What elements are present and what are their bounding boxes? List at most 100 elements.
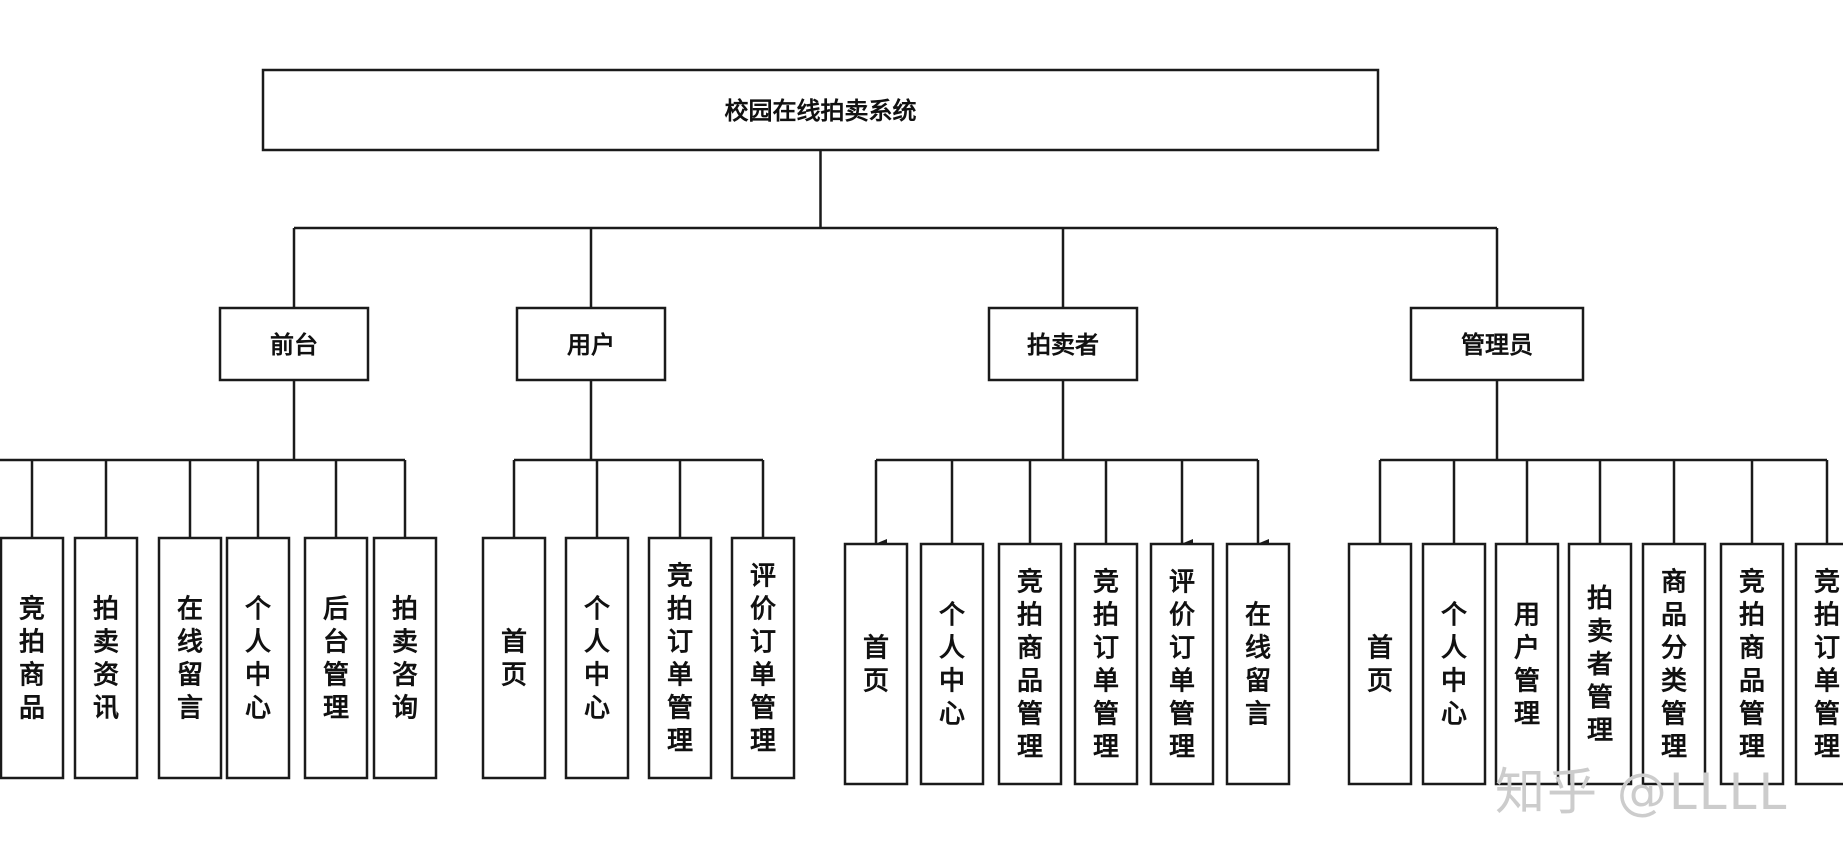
leaf-label-char: 品 <box>19 694 45 724</box>
leaf-label-char: 商 <box>1739 633 1765 664</box>
leaf-label-char: 在 <box>1245 601 1271 631</box>
leaf-label-char: 订 <box>1169 634 1195 664</box>
leaf-label-char: 管 <box>1739 700 1765 730</box>
leaf-label: 首页 <box>501 627 527 691</box>
category-label: 拍卖者 <box>1027 331 1099 359</box>
leaf-label: 个人中心 <box>584 595 611 724</box>
category-label: 前台 <box>270 331 318 359</box>
leaf-label-char: 评 <box>1169 568 1195 598</box>
leaf-label-char: 管 <box>1017 700 1043 730</box>
leaf-label-char: 资 <box>93 661 119 691</box>
leaf-label-char: 拍 <box>392 595 418 625</box>
leaf-label-char: 个 <box>939 601 966 631</box>
leaf-label-char: 中 <box>245 661 271 691</box>
leaf-label-char: 户 <box>1514 633 1540 664</box>
leaf-label-char: 订 <box>750 628 776 658</box>
leaf-box <box>1641 542 1707 786</box>
leaf-label-char: 理 <box>323 694 349 724</box>
leaf-label: 在线留言 <box>1245 601 1271 730</box>
leaf-label: 个人中心 <box>939 601 966 730</box>
leaf-box <box>481 536 547 780</box>
leaf-box <box>303 536 369 780</box>
leaf-label-char: 管 <box>1814 700 1840 730</box>
leaf-label-char: 订 <box>1814 634 1840 664</box>
leaf-label-char: 理 <box>1739 733 1765 763</box>
leaf-label: 竞拍商品管理 <box>1017 567 1043 763</box>
connector-lines <box>0 150 1829 549</box>
leaf-label-char: 管 <box>667 694 693 724</box>
leaf-box <box>1794 542 1843 786</box>
leaf-label-char: 中 <box>1441 667 1467 697</box>
leaf-box <box>997 542 1063 786</box>
leaf-label-char: 品 <box>1661 601 1687 631</box>
leaf-box <box>372 536 438 780</box>
leaf-label-char: 管 <box>1169 700 1195 730</box>
leaf-label: 商品分类管理 <box>1661 567 1687 763</box>
leaf-label-char: 价 <box>1169 601 1196 631</box>
category-box <box>515 306 667 382</box>
watermark: 知乎 @LLLL <box>1495 763 1789 821</box>
leaf-label-char: 类 <box>1661 667 1687 697</box>
leaf-box <box>919 542 985 786</box>
leaf-box <box>564 536 630 780</box>
leaf-label: 拍卖资讯 <box>93 595 119 724</box>
leaf-label-char: 理 <box>667 727 693 757</box>
leaf-label-char: 理 <box>1514 700 1540 730</box>
leaf-label: 用户管理 <box>1514 601 1540 730</box>
leaf-label-char: 竞 <box>667 561 693 592</box>
leaf-box <box>1347 542 1413 786</box>
diagram-boxes: 校园在线拍卖系统前台竞拍商品拍卖资讯在线留言个人中心后台管理拍卖咨询用户首页个人… <box>0 68 1843 786</box>
leaf-label: 竞拍商品管理 <box>1739 567 1765 763</box>
leaf-box <box>73 536 139 780</box>
leaf-label-char: 页 <box>501 661 527 691</box>
category-label: 用户 <box>567 331 615 359</box>
leaf-box <box>1421 542 1487 786</box>
leaf-box <box>647 536 713 780</box>
leaf-label-char: 理 <box>1017 733 1043 763</box>
leaf-label-char: 心 <box>245 694 271 724</box>
leaf-label-char: 竞 <box>19 594 45 625</box>
leaf-label-char: 卖 <box>392 628 418 658</box>
leaf-label-char: 单 <box>1169 667 1195 697</box>
leaf-box <box>730 536 796 780</box>
leaf-label-char: 卖 <box>1587 617 1613 647</box>
leaf-label-char: 竞 <box>1017 567 1043 598</box>
leaf-label-char: 理 <box>750 727 776 757</box>
leaf-label-char: 页 <box>1367 667 1393 697</box>
leaf-label-char: 商 <box>1017 633 1043 664</box>
leaf-label-char: 商 <box>1661 567 1687 598</box>
leaf-label-char: 中 <box>584 661 610 691</box>
leaf-label-char: 理 <box>1814 733 1840 763</box>
leaf-label: 后台管理 <box>323 595 349 724</box>
leaf-label-char: 订 <box>667 628 693 658</box>
leaf-label-char: 管 <box>750 694 776 724</box>
leaf-box <box>157 536 223 780</box>
leaf-label-char: 管 <box>1587 683 1613 713</box>
leaf-label-char: 价 <box>750 595 777 625</box>
leaf-label-char: 评 <box>750 562 776 592</box>
leaf-label-char: 留 <box>177 661 203 691</box>
leaf-label-char: 在 <box>177 595 203 625</box>
leaf-label-char: 理 <box>1169 733 1195 763</box>
leaf-box <box>1567 542 1633 786</box>
leaf-label-char: 中 <box>939 667 965 697</box>
leaf-box <box>1719 542 1785 786</box>
leaf-label-char: 商 <box>19 660 45 691</box>
leaf-label-char: 拍 <box>19 628 45 658</box>
leaf-label: 在线留言 <box>177 595 203 724</box>
leaf-label-char: 台 <box>323 627 349 658</box>
leaf-label: 评价订单管理 <box>750 562 777 757</box>
leaf-label-char: 个 <box>245 595 272 625</box>
leaf-label-char: 询 <box>392 694 418 724</box>
leaf-label: 个人中心 <box>245 595 272 724</box>
leaf-label-char: 拍 <box>667 595 693 625</box>
leaf-label: 拍卖咨询 <box>392 595 418 724</box>
leaf-label-char: 卖 <box>93 628 119 658</box>
leaf-box <box>1225 542 1291 786</box>
leaf-label-char: 拍 <box>1587 584 1613 614</box>
leaf-label-char: 拍 <box>1739 601 1765 631</box>
leaf-label-char: 留 <box>1245 667 1271 697</box>
leaf-label-char: 单 <box>750 661 776 691</box>
category-box <box>1409 306 1585 382</box>
